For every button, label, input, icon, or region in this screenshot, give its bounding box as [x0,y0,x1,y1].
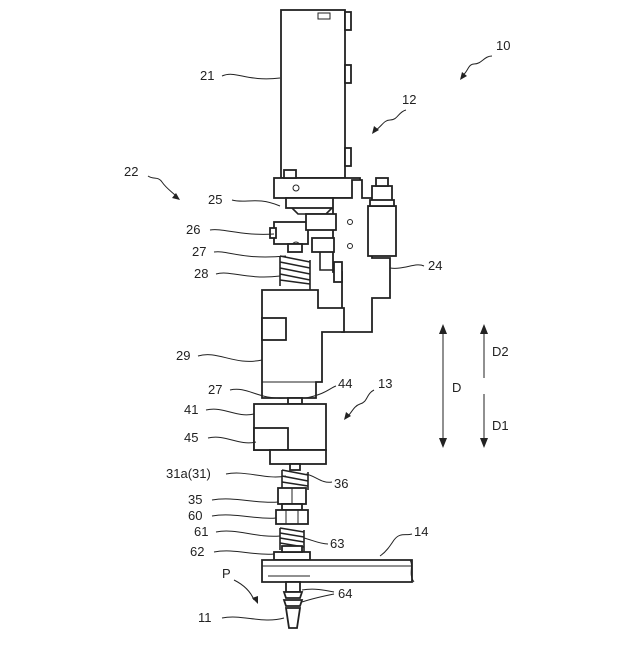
label-27-upper: 27 [192,244,206,259]
label-11: 11 [198,610,212,625]
label-D: D [452,380,461,395]
label-28: 28 [194,266,208,281]
nut-35 [276,488,308,524]
label-22: 22 [124,164,138,179]
label-13: 13 [378,376,392,391]
label-29: 29 [176,348,190,363]
label-P: P [222,566,231,581]
motor-21 [281,10,351,178]
label-24: 24 [428,258,442,273]
label-25: 25 [208,192,222,207]
label-36: 36 [334,476,348,491]
label-10: 10 [496,38,510,53]
label-62: 62 [190,544,204,559]
label-21: 21 [200,68,214,83]
label-26: 26 [186,222,200,237]
label-45: 45 [184,430,198,445]
spring-36 [282,464,308,490]
label-44: 44 [338,376,352,391]
arm-14 [262,560,414,582]
label-14: 14 [414,524,428,539]
label-12: 12 [402,92,416,107]
spring-28 [280,244,310,290]
label-61: 61 [194,524,208,539]
label-D2: D2 [492,344,509,359]
label-63: 63 [330,536,344,551]
body-29 [262,290,344,398]
label-64: 64 [338,586,352,601]
label-35: 35 [188,492,202,507]
label-60: 60 [188,508,202,523]
label-31a: 31a(31) [166,466,211,481]
label-27-lower: 27 [208,382,222,397]
label-D1: D1 [492,418,509,433]
block-41 [254,404,326,464]
nozzle-11 [284,582,302,628]
label-41: 41 [184,402,198,417]
direction-arrows [439,324,488,448]
